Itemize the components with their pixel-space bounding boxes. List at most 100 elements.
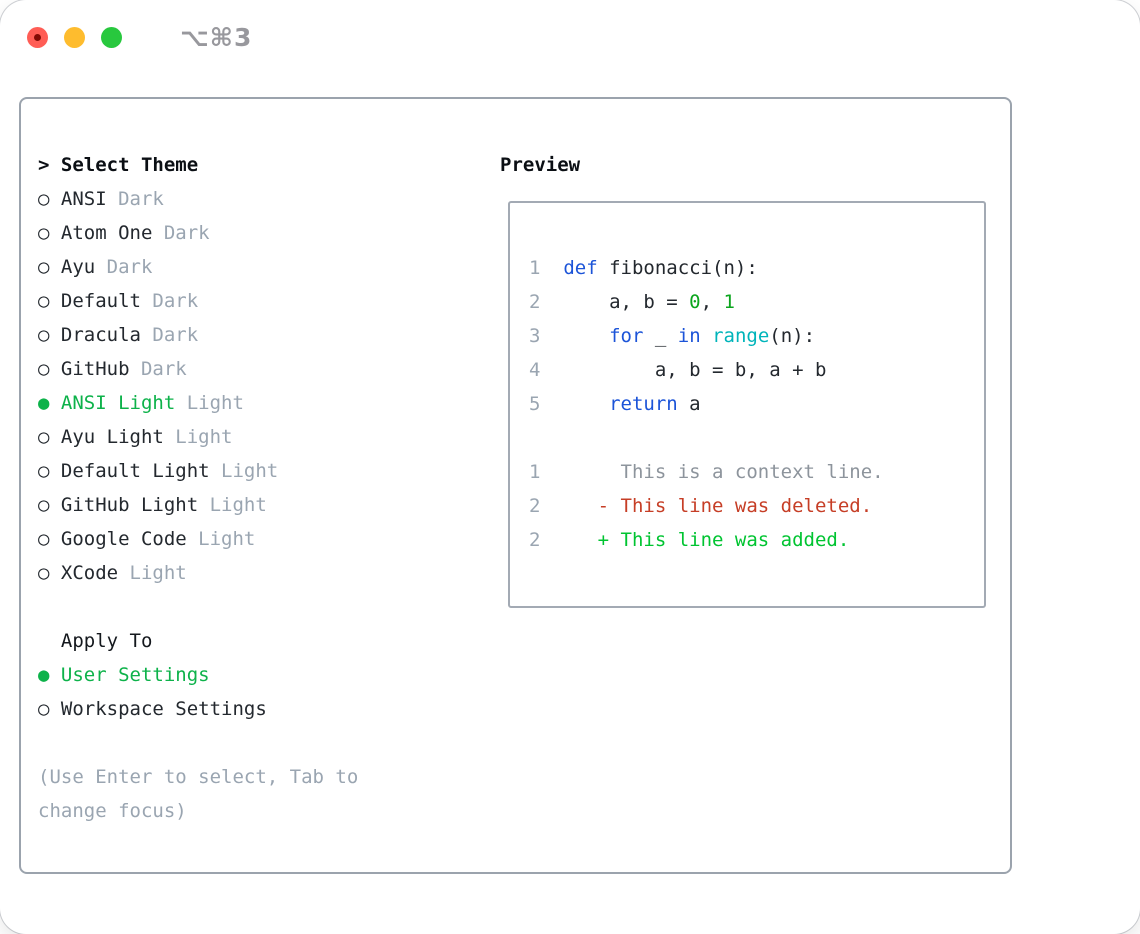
line-number: 3: [529, 325, 564, 347]
preview-line: 3 for _ in range(n):: [529, 319, 984, 353]
radio-icon: ○: [38, 528, 50, 550]
radio-icon: ○: [38, 494, 50, 516]
line-number: 1: [529, 257, 564, 279]
preview-line: 2 a, b = 0, 1: [529, 285, 984, 319]
theme-variant-tag: Dark: [106, 188, 164, 210]
theme-variant-tag: Light: [186, 528, 256, 550]
theme-option[interactable]: ○ GitHub Dark: [38, 352, 488, 386]
line-number: 1: [529, 461, 564, 483]
theme-variant-tag: Dark: [95, 256, 153, 278]
apply-option-label: Workspace Settings: [49, 698, 267, 720]
theme-variant-tag: Dark: [129, 358, 187, 380]
code-token: 1: [723, 291, 735, 313]
spacer-row: [38, 726, 488, 760]
code-token: fibonacci(n):: [597, 257, 758, 279]
minimize-button-icon[interactable]: [64, 26, 85, 48]
zoom-button-icon[interactable]: [101, 26, 122, 48]
theme-option[interactable]: ○ Ayu Light Light: [38, 420, 488, 454]
code-token: return: [609, 393, 678, 415]
code-token: ,: [700, 291, 724, 313]
theme-name: ANSI Light: [49, 392, 176, 414]
radio-icon: ○: [38, 426, 50, 448]
line-content: - This line was deleted.: [563, 495, 873, 517]
preview-line: [529, 421, 984, 455]
radio-icon: ○: [38, 290, 50, 312]
preview-line: 1 This is a context line.: [529, 455, 984, 489]
theme-name: GitHub Light: [49, 494, 199, 516]
radio-icon: ○: [38, 698, 50, 720]
code-token: [563, 325, 609, 347]
theme-option[interactable]: ○ Ayu Dark: [38, 250, 488, 284]
code-token: (n):: [769, 325, 816, 347]
code-token: [563, 393, 609, 415]
titlebar: ⌥⌘3: [27, 23, 252, 52]
line-content: def fibonacci(n):: [563, 257, 757, 279]
line-number: 4: [529, 359, 564, 381]
radio-icon: ○: [38, 460, 50, 482]
theme-variant-tag: Light: [163, 426, 233, 448]
theme-option[interactable]: ○ Atom One Dark: [38, 216, 488, 250]
code-token: def: [563, 257, 598, 279]
line-content: + This line was added.: [563, 529, 850, 551]
theme-variant-tag: Light: [198, 494, 267, 516]
help-text-line-1: (Use Enter to select, Tab to: [38, 766, 359, 788]
spacer-row: [38, 590, 488, 624]
theme-variant-tag: Dark: [140, 324, 199, 346]
line-content: return a: [563, 393, 701, 415]
code-token: _: [643, 325, 678, 347]
theme-variant-tag: Light: [175, 392, 244, 414]
theme-variant-tag: Dark: [152, 222, 210, 244]
code-token: in: [677, 325, 701, 347]
theme-name: Google Code: [49, 528, 187, 550]
line-content: a, b = 0, 1: [563, 291, 735, 313]
theme-option[interactable]: ○ Default Light Light: [38, 454, 488, 488]
line-number: 2: [529, 495, 564, 517]
apply-option[interactable]: ● User Settings: [38, 658, 488, 692]
radio-icon: ○: [38, 256, 50, 278]
radio-icon: ○: [38, 562, 50, 584]
apply-to-header-label: Apply To: [60, 630, 153, 652]
apply-option[interactable]: ○ Workspace Settings: [38, 692, 488, 726]
theme-variant-tag: Light: [118, 562, 187, 584]
radio-icon: ○: [38, 358, 50, 380]
preview-line: 2 - This line was deleted.: [529, 489, 984, 523]
theme-name: Default: [49, 290, 141, 312]
theme-option[interactable]: ○ Google Code Light: [38, 522, 488, 556]
code-token: - This line was deleted.: [563, 495, 873, 517]
theme-option[interactable]: ● ANSI Light Light: [38, 386, 488, 420]
code-token: a, b =: [563, 291, 690, 313]
theme-variant-tag: Light: [209, 460, 279, 482]
select-theme-header: > Select Theme: [38, 148, 488, 182]
line-number: 5: [529, 393, 564, 415]
radio-icon: ●: [38, 392, 50, 414]
preview-box: 1 def fibonacci(n): 2 a, b = 0, 1 3 for …: [508, 201, 986, 608]
code-token: + This line was added.: [563, 529, 850, 551]
line-content: for _ in range(n):: [563, 325, 815, 347]
theme-option[interactable]: ○ Default Dark: [38, 284, 488, 318]
close-button-icon[interactable]: [27, 26, 48, 48]
code-token: This is a context line.: [563, 461, 884, 483]
preview-line: 2 + This line was added.: [529, 523, 984, 557]
preview-line: 4 a, b = b, a + b: [529, 353, 984, 387]
theme-option[interactable]: ○ GitHub Light Light: [38, 488, 488, 522]
radio-icon: ○: [38, 324, 50, 346]
preview-code: 1 def fibonacci(n): 2 a, b = 0, 1 3 for …: [529, 251, 984, 557]
window-title-shortcut: ⌥⌘3: [180, 22, 253, 52]
radio-icon: ●: [38, 664, 50, 686]
theme-option[interactable]: ○ XCode Light: [38, 556, 488, 590]
code-token: [701, 325, 712, 347]
theme-name: Dracula: [49, 324, 141, 346]
focus-caret-icon: >: [38, 154, 50, 176]
theme-option[interactable]: ○ ANSI Dark: [38, 182, 488, 216]
theme-selector: > Select Theme ○ ANSI Dark ○ Atom One Da…: [38, 148, 488, 828]
theme-name: Ayu: [49, 256, 96, 278]
code-token: for: [609, 325, 644, 347]
radio-icon: ○: [38, 222, 50, 244]
theme-name: Default Light: [49, 460, 210, 482]
theme-name: Ayu Light: [49, 426, 164, 448]
theme-variant-tag: Dark: [140, 290, 199, 312]
theme-option[interactable]: ○ Dracula Dark: [38, 318, 488, 352]
help-text-line-2: change focus): [38, 800, 187, 822]
code-token: a, b = b, a + b: [563, 359, 827, 381]
